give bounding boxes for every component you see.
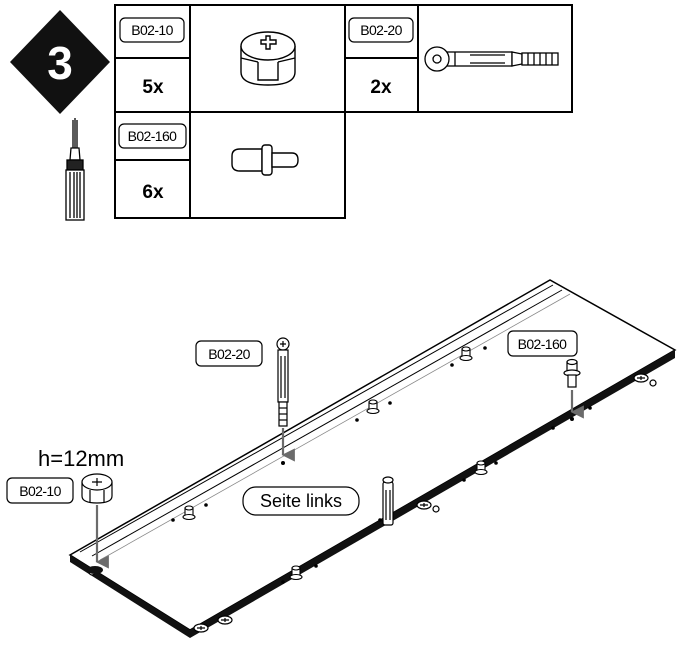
panel-label-text: Seite links: [260, 491, 342, 511]
installed-dowels: [182, 346, 488, 581]
panel-label: Seite links: [242, 486, 360, 516]
cam-bolt-vertical-icon: [276, 337, 290, 427]
part-qty: 2x: [370, 77, 392, 98]
part-code: B02-160: [128, 128, 178, 144]
drill-holes: [171, 346, 592, 584]
callout-label: B02-160: [518, 336, 568, 352]
part-row-b02-20: B02-20 2x: [348, 17, 414, 98]
screwdriver-icon: [65, 118, 85, 221]
part-code: B02-10: [131, 22, 173, 38]
edge-cam-holes: [88, 373, 657, 633]
callout-label: B02-20: [208, 346, 250, 362]
cam-lock-icon: [240, 31, 296, 86]
part-code: B02-20: [360, 22, 402, 38]
callout-label: B02-10: [19, 483, 61, 499]
dowel-pin-icon: [231, 144, 299, 176]
step-number: 3: [47, 37, 73, 89]
part-qty: 6x: [142, 182, 164, 203]
callout-b02-160: B02-160: [507, 330, 584, 419]
callout-b02-20: B02-20: [195, 337, 295, 462]
side-panel: [68, 279, 677, 638]
part-row-b02-10: B02-10 5x: [119, 17, 185, 98]
part-qty: 5x: [142, 77, 164, 98]
cam-bolt-icon: [424, 46, 559, 72]
step-badge: 3: [10, 10, 110, 114]
height-note: h=12mm: [38, 446, 124, 471]
cam-bolt-installed-icon: [382, 476, 394, 526]
part-row-b02-160: B02-160 6x: [118, 123, 187, 203]
cam-lock-small-icon: [81, 473, 113, 504]
callout-b02-10: h=12mm B02-10: [6, 446, 124, 574]
dowel-vertical-icon: [563, 358, 581, 388]
parts-table: [114, 4, 573, 219]
